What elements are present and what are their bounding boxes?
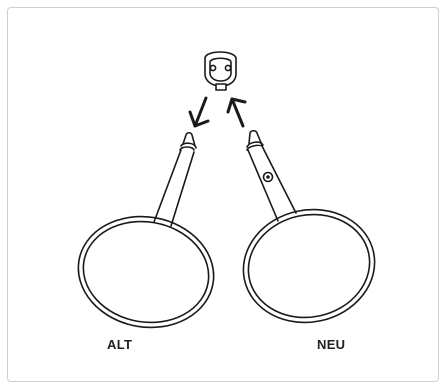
arrow-down-left-icon	[188, 96, 210, 128]
connector-icon	[204, 51, 237, 91]
arrow-up-left-icon	[226, 97, 247, 128]
new-brush-illustration	[242, 129, 376, 324]
label-new: NEU	[317, 337, 346, 352]
old-brush-illustration	[77, 131, 215, 329]
label-old: ALT	[107, 337, 133, 352]
